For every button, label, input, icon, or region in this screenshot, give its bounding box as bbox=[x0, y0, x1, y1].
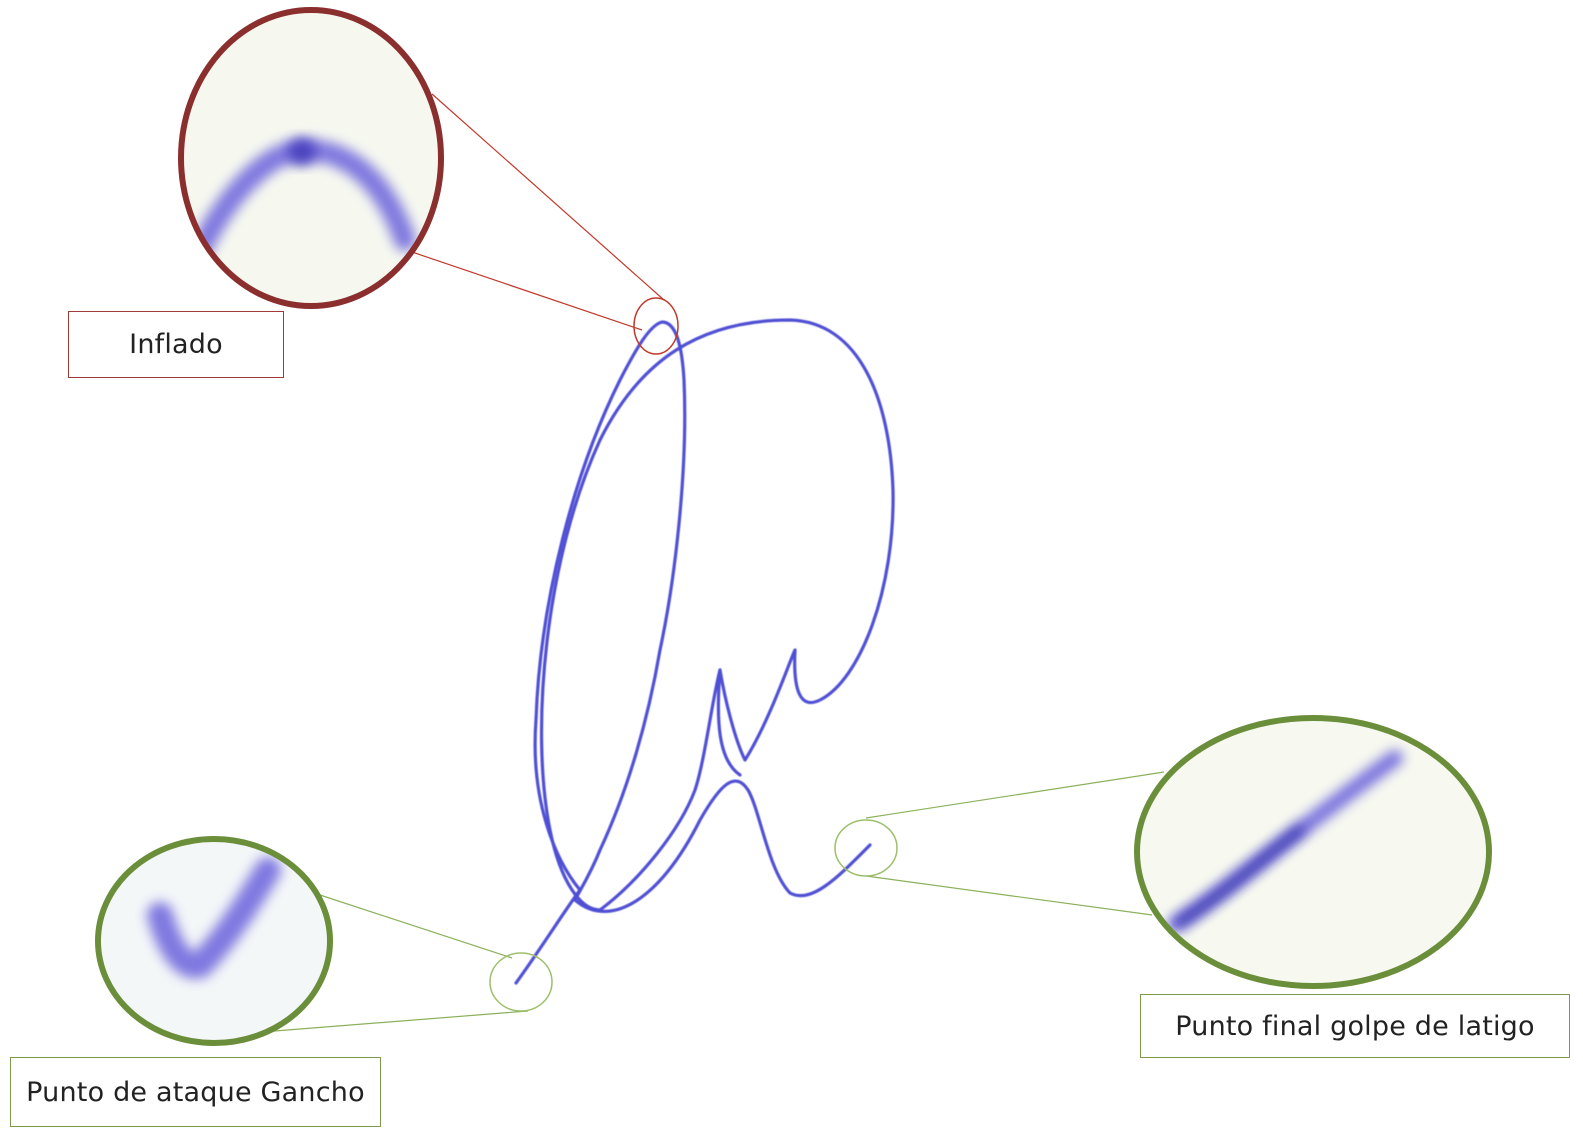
gancho-connector-bottom bbox=[261, 1010, 529, 1033]
inflado-label: Inflado bbox=[68, 311, 284, 378]
inflado-zoom-circle bbox=[178, 7, 444, 309]
latigo-connector-bottom bbox=[865, 875, 1153, 916]
latigo-zoom-circle bbox=[1134, 715, 1492, 989]
gancho-zoom-content bbox=[98, 839, 330, 1043]
inflado-zoom-content bbox=[181, 10, 441, 306]
latigo-label: Punto final golpe de latigo bbox=[1140, 994, 1570, 1058]
gancho-small-marker bbox=[489, 952, 553, 1012]
inflado-small-marker bbox=[633, 297, 679, 355]
latigo-callout bbox=[834, 715, 1492, 989]
inflado-connector-top bbox=[431, 93, 665, 301]
gancho-zoom-circle bbox=[95, 836, 333, 1046]
inflado-callout bbox=[178, 7, 679, 355]
signature-stroke-left-loop bbox=[514, 320, 687, 985]
signature-strokes bbox=[514, 318, 895, 985]
latigo-zoom-content bbox=[1137, 718, 1489, 986]
latigo-connector-top bbox=[865, 771, 1165, 819]
signature-stroke-big-loop bbox=[573, 779, 872, 913]
gancho-connector-top bbox=[319, 894, 513, 959]
inflado-connector-bottom bbox=[411, 251, 643, 331]
signature-stroke-inner bbox=[716, 668, 742, 777]
gancho-callout bbox=[95, 836, 553, 1046]
signature-stroke-outer-oval bbox=[539, 318, 895, 912]
gancho-label: Punto de ataque Gancho bbox=[10, 1057, 381, 1127]
latigo-small-marker bbox=[834, 819, 898, 877]
